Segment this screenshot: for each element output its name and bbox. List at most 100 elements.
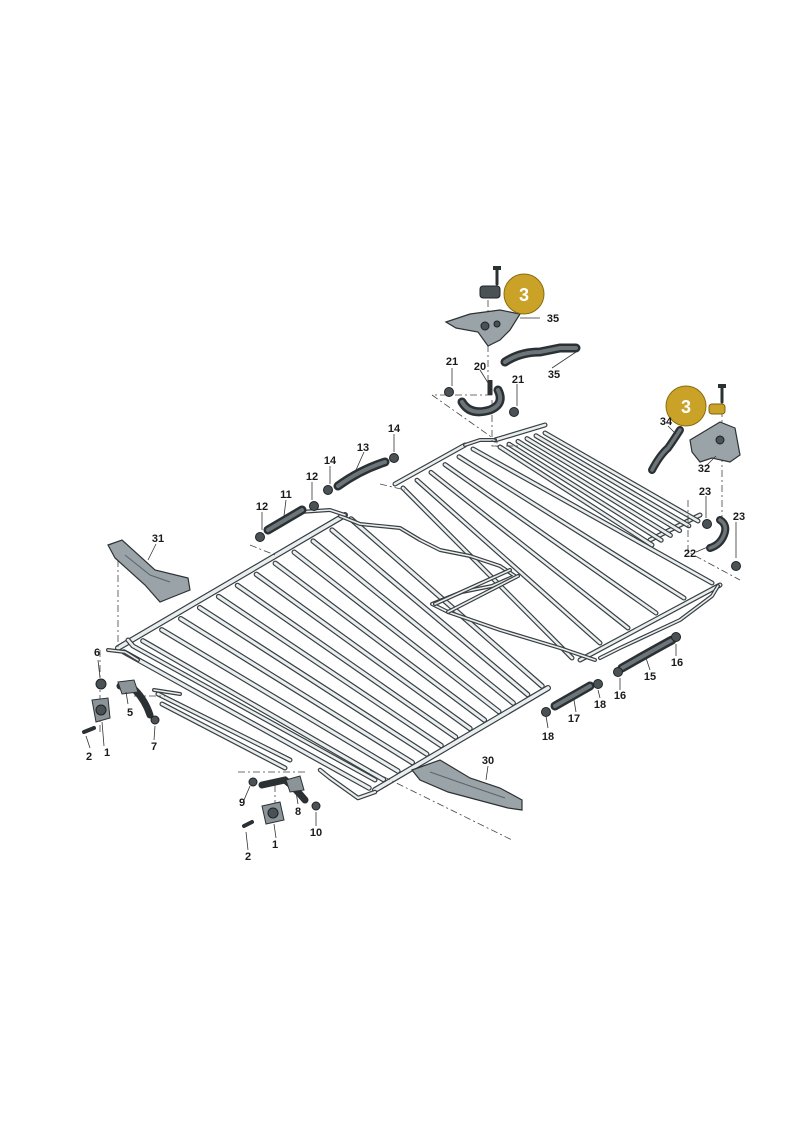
- hose-11: [263, 505, 307, 535]
- highlight-badge-3-right[interactable]: 3: [665, 385, 707, 427]
- bracket-33: [444, 309, 521, 347]
- callout-10: 10: [310, 827, 322, 839]
- bracket-30: [411, 759, 523, 811]
- pipe-inner: [578, 583, 722, 662]
- pipe-inner: [156, 692, 292, 762]
- callout-21: 21: [446, 356, 458, 368]
- pipe-inner: [429, 471, 630, 630]
- hose-20: [457, 385, 505, 417]
- hose-35: [500, 343, 581, 367]
- pipe-inner: [443, 463, 658, 615]
- pipe-inner: [507, 442, 663, 542]
- connecting-pipes: [298, 438, 720, 662]
- pipe-inner: [160, 628, 400, 773]
- callout-17: 17: [568, 713, 580, 725]
- pipe-inner: [516, 440, 672, 537]
- callout-2b: 2: [245, 851, 251, 863]
- pipe-inner: [198, 606, 429, 756]
- callout-6: 6: [94, 647, 100, 659]
- callout-18: 18: [542, 731, 554, 743]
- callout-labels: 35 35 21 20 21 34 32 23 23 22 14 13 14 1…: [86, 313, 745, 863]
- pipe-inner: [464, 439, 496, 446]
- pipe-inner: [141, 639, 385, 782]
- leader-lines: [85, 317, 737, 851]
- pipe-inner: [116, 513, 347, 650]
- pipe-inner: [160, 702, 287, 770]
- bolts: [82, 266, 726, 828]
- callout-12: 12: [306, 471, 318, 483]
- pipe-inner: [349, 517, 544, 688]
- callout-12b: 12: [256, 501, 268, 513]
- pipe-inner: [415, 478, 602, 645]
- highlight-badge-3-top[interactable]: 3: [503, 273, 545, 315]
- pipe-inner: [599, 585, 719, 659]
- highlight-badge-label: 3: [681, 397, 691, 417]
- callout-21b: 21: [512, 374, 524, 386]
- callout-35: 35: [548, 369, 560, 381]
- pipe-inner: [107, 649, 139, 661]
- callout-16b: 16: [671, 657, 683, 669]
- highlight-badge-label: 3: [519, 285, 529, 305]
- callout-13: 13: [357, 442, 369, 454]
- pipe-inner: [493, 423, 547, 442]
- pipe-inner: [393, 443, 467, 486]
- callout-8: 8: [295, 806, 301, 818]
- pipe-inner: [292, 550, 501, 714]
- callout-23: 23: [699, 486, 711, 498]
- pipe-inner: [299, 509, 346, 516]
- pipe-inner: [447, 575, 519, 613]
- callout-32: 32: [698, 463, 710, 475]
- callout-9: 9: [239, 797, 245, 809]
- pipe-inner: [534, 434, 691, 528]
- pipe-inner: [498, 445, 654, 547]
- callout-31: 31: [152, 533, 164, 545]
- callout-15: 15: [644, 671, 656, 683]
- bracket-32: [689, 421, 741, 463]
- callout-30: 30: [482, 755, 494, 767]
- pipe-inner: [525, 437, 681, 532]
- pipe-inner: [434, 569, 511, 605]
- hose-22: [706, 516, 730, 552]
- drain-valves: [91, 679, 305, 825]
- pipe-inner: [217, 595, 443, 748]
- radiator-frame-front: [106, 512, 551, 801]
- callout-11: 11: [280, 489, 292, 501]
- callout-7: 7: [151, 741, 157, 753]
- pipe-inner: [273, 561, 486, 722]
- callout-16: 16: [614, 690, 626, 702]
- callout-14: 14: [388, 423, 401, 435]
- callout-2: 2: [86, 751, 92, 763]
- hose-17: [550, 681, 595, 711]
- radiator-frame-rear: [392, 422, 723, 663]
- pipe-inner: [126, 638, 377, 782]
- callout-34: 34: [660, 416, 673, 428]
- pipe-inner: [471, 447, 714, 585]
- pipe-inner: [373, 686, 550, 792]
- callout-14b: 14: [324, 455, 337, 467]
- hose-15: [617, 635, 677, 673]
- callout-1: 1: [104, 747, 110, 759]
- callout-1b: 1: [272, 839, 278, 851]
- callout-33: 35: [547, 313, 559, 325]
- hose-34: [648, 426, 684, 474]
- bracket-31: [107, 539, 191, 603]
- pipe-inner: [457, 455, 686, 600]
- pipe-inner: [401, 486, 574, 660]
- callout-22: 22: [684, 548, 696, 560]
- callout-18b: 18: [594, 699, 606, 711]
- callout-23b: 23: [733, 511, 745, 523]
- pipe-inner: [122, 650, 371, 790]
- callout-20: 20: [474, 361, 486, 373]
- pipe-inner: [318, 768, 377, 800]
- pipe-inner: [153, 689, 181, 695]
- clamps: [95, 387, 741, 811]
- pipe-inner: [311, 539, 515, 705]
- pipe-inner: [330, 528, 530, 697]
- hose-13: [333, 457, 390, 491]
- pipe-inner: [543, 431, 700, 523]
- pipe-inner: [179, 617, 414, 765]
- pipe-inner: [254, 572, 472, 731]
- pipe-inner: [235, 583, 458, 739]
- callout-5: 5: [127, 707, 133, 719]
